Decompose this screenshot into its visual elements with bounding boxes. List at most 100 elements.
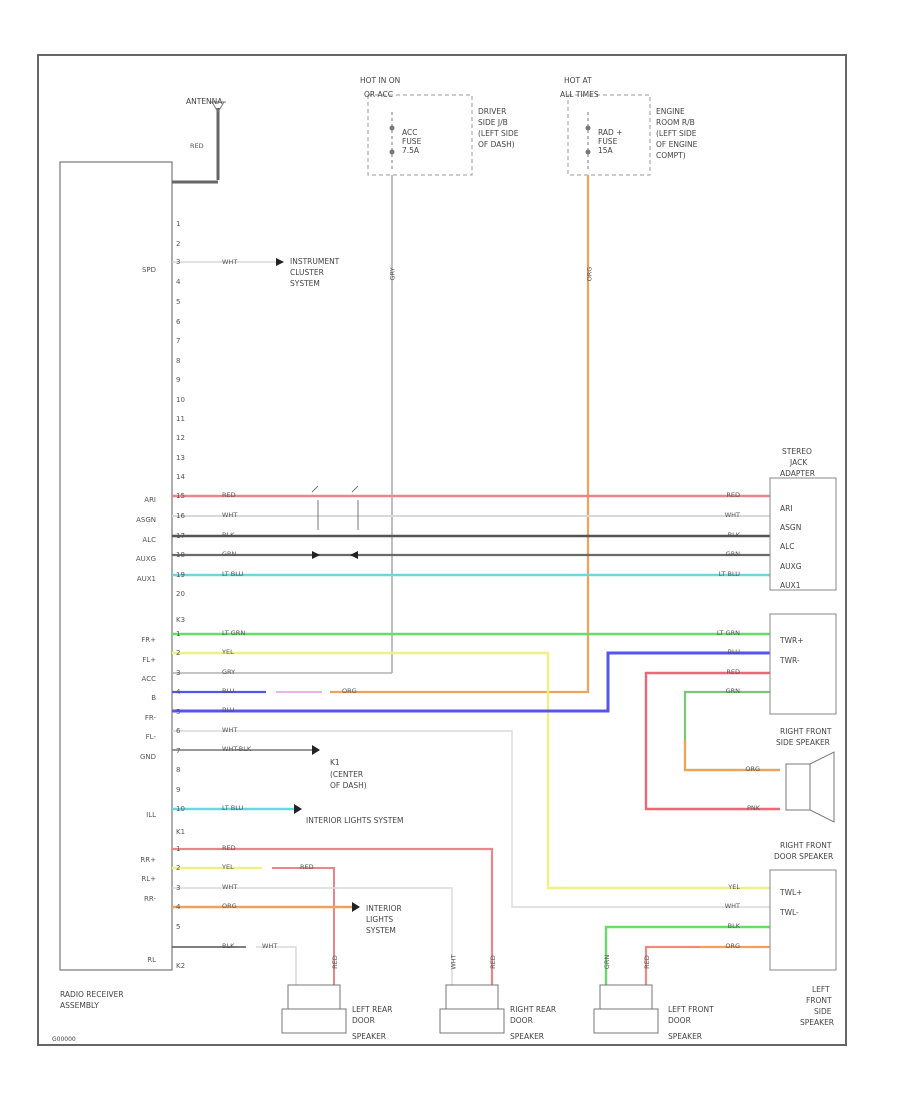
k3-pin-8: 8 (176, 766, 181, 774)
wl-acc: GRY (222, 668, 236, 676)
interior-lights-b-line3: SYSTEM (366, 926, 396, 935)
tweeter-l-line1: TWL+ (780, 888, 803, 897)
speaker-rf-side-icon (785, 751, 835, 823)
speaker-rr-line2: DOOR (510, 1016, 533, 1025)
wr-tw-grn: GRN (725, 687, 740, 695)
interior-lights-b-line1: INTERIOR (366, 904, 402, 913)
tweeter-r-box (769, 613, 837, 715)
rf-door-line2: DOOR SPEAKER (774, 852, 834, 861)
signal-spd: SPD (141, 266, 156, 274)
wire-org-vertical (330, 175, 590, 694)
wl-org: ORG (342, 687, 357, 695)
stereo-jack-pin-aux1: AUX1 (780, 581, 801, 590)
wr-auxg: GRN (725, 550, 740, 558)
signal-frp: FR+ (141, 636, 156, 644)
rf-side-line1: RIGHT FRONT (780, 727, 832, 736)
stereo-jack-title3: ADAPTER (780, 469, 815, 478)
connector-k3: K3 (176, 616, 186, 624)
lf-side-line3: SIDE (814, 1007, 832, 1016)
wire-b-main (172, 651, 770, 713)
antenna-label: ANTENNA (186, 97, 223, 106)
diagram-frame (37, 54, 847, 1046)
k3-pin-10: 10 (176, 805, 185, 813)
stereo-jack-pin-asgn: ASGN (780, 523, 802, 532)
pin-17: 17 (176, 532, 185, 540)
wl-lf-grn: GRN (603, 954, 612, 970)
fuse-box-rad (567, 94, 651, 176)
fuse-acc-sub: OR ACC (364, 90, 393, 99)
wire-tw-red (644, 671, 780, 811)
wl-frm: WHT (222, 726, 238, 734)
wr-sp-org: ORG (745, 765, 760, 773)
signal-auxg: AUXG (135, 555, 156, 563)
wl-gnd: WHT-BLK (222, 745, 252, 753)
pin-19: 19 (176, 571, 185, 579)
speaker-lf-icon (593, 984, 659, 1034)
pin-15: 15 (176, 492, 185, 500)
signal-acc: ACC (141, 675, 156, 683)
signal-frm: FR- (144, 714, 156, 722)
pin-3: 3 (176, 258, 181, 266)
pin-20: 20 (176, 590, 185, 598)
ground-line1: (CENTER (330, 770, 364, 779)
wr-ari: RED (726, 491, 740, 499)
wire-lf-grn (604, 925, 770, 985)
wl-ari: RED (222, 491, 236, 499)
connector-k1: K1 (176, 828, 186, 836)
fuse-acc-title: HOT IN ON (360, 76, 401, 85)
wire-flp (172, 651, 770, 890)
fuse-rad-fuse: RAD + FUSE 15A (598, 128, 623, 155)
wire-label-org-vertical: ORG (585, 266, 594, 282)
speaker-lr-icon (281, 984, 347, 1034)
cluster-wire-label: WHT (222, 258, 238, 266)
auxg-arrow-icon-1 (312, 551, 320, 559)
speaker-lr-line3: SPEAKER (352, 1032, 387, 1041)
lf-side-line4: SPEAKER (800, 1018, 835, 1027)
k1-pin-2: 2 (176, 864, 181, 872)
stereo-jack-pin-auxg: AUXG (780, 562, 802, 571)
auxg-arrow-icon-2 (350, 551, 358, 559)
rf-door-line1: RIGHT FRONT (780, 841, 832, 850)
lf-side-line2: FRONT (806, 996, 832, 1005)
footer-code: G00000 (52, 1036, 76, 1043)
signal-ari: ARI (144, 496, 156, 504)
pin-8: 8 (176, 357, 181, 365)
rlm-arrow-icon (352, 902, 360, 912)
wl-lf-red: RED (642, 955, 651, 969)
fuse-acc-fuse: ACC FUSE 7.5A (402, 128, 422, 155)
cluster-arrow-icon (276, 258, 284, 266)
tweeter-r-line1: TWR+ (780, 636, 804, 645)
k1-pin-1: 1 (176, 845, 181, 853)
signal-rlp: RL+ (141, 875, 156, 883)
lf-side-line1: LEFT (812, 985, 830, 994)
pin-2: 2 (176, 240, 181, 248)
wl-rlp: YEL (222, 863, 234, 871)
wire-frm (172, 730, 770, 908)
wl-lr-red: RED (330, 955, 339, 969)
pin-9: 9 (176, 376, 181, 384)
ground-arrow-icon (312, 745, 320, 755)
wl-rlm: ORG (222, 902, 237, 910)
signal-alc: ALC (142, 536, 156, 544)
signal-gnd: GND (139, 753, 156, 761)
speaker-lr-line2: DOOR (352, 1016, 375, 1025)
wire-rlp2 (272, 867, 335, 985)
wr-lf-yel: YEL (728, 883, 740, 891)
fuse-acc-loc4: OF DASH) (478, 140, 515, 149)
signal-rrp: RR+ (140, 856, 156, 864)
stereo-jack-box (769, 477, 837, 591)
speaker-rr-line3: SPEAKER (510, 1032, 545, 1041)
wire-tw-grn (683, 690, 780, 772)
rf-side-line2: SIDE SPEAKER (776, 738, 830, 747)
fuse-rad-loc4: OF ENGINE (656, 140, 698, 149)
wire-sp-org (683, 740, 780, 772)
wl-k2: BLK (222, 942, 235, 950)
speaker-lr-line1: LEFT REAR (352, 1005, 393, 1014)
wl-rrm: WHT (222, 883, 238, 891)
tweeter-l-line2: TWL- (780, 908, 799, 917)
wire-k2b (256, 946, 297, 985)
fuse-rad-loc3: (LEFT SIDE (656, 129, 697, 138)
wl-alc: BLK (222, 531, 235, 539)
wl-k2b: WHT (262, 942, 278, 950)
